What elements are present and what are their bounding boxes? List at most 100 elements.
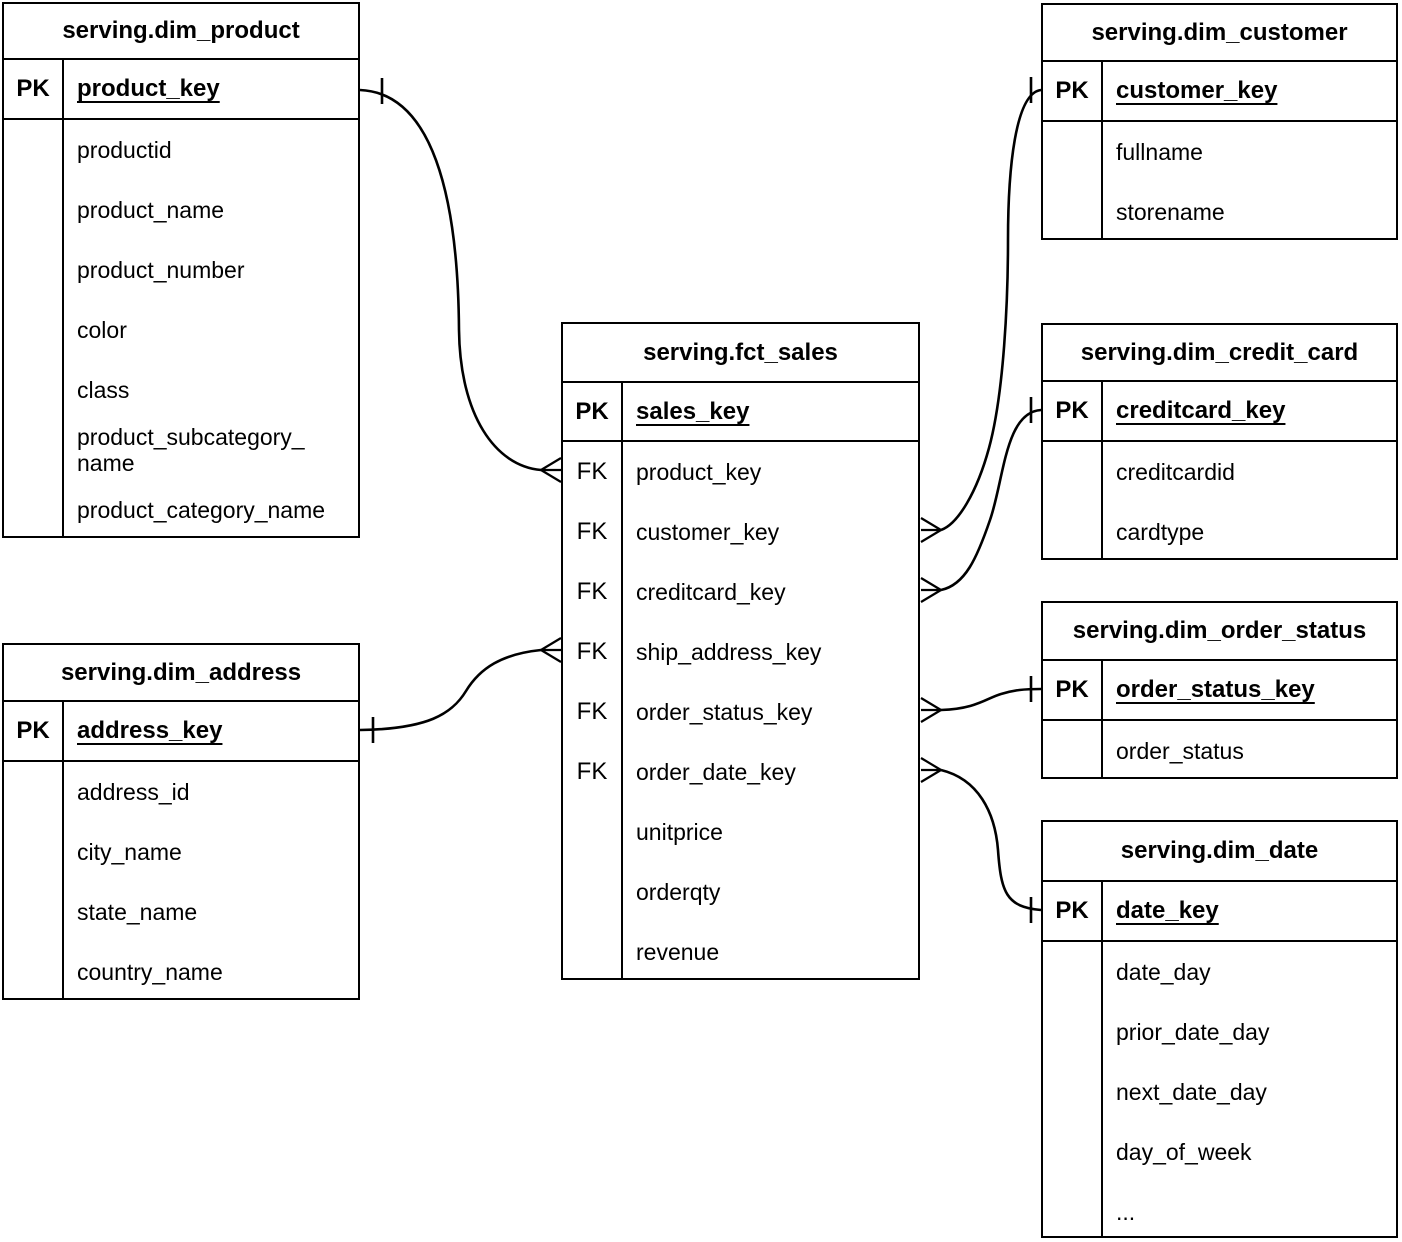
fk-label: FK — [576, 578, 608, 605]
relationship-line[interactable] — [940, 768, 1042, 912]
fk-label: FK — [576, 518, 608, 545]
table-dim-address[interactable]: serving.dim_address PK address_key addre… — [2, 643, 360, 1000]
pk-field-name: product_key — [77, 75, 220, 102]
field-name: storename — [1116, 199, 1225, 225]
field-name: cardtype — [1116, 519, 1205, 545]
pk-row[interactable]: PK creditcard_key — [1043, 382, 1396, 442]
crow-foot-many-marker — [920, 577, 942, 603]
pk-field-name: sales_key — [636, 397, 750, 425]
field-row[interactable]: productid — [4, 120, 358, 180]
crow-foot-many-marker — [540, 457, 562, 483]
pk-label: PK — [1055, 897, 1089, 924]
field-row[interactable]: ... — [1043, 1182, 1396, 1242]
table-dim-product[interactable]: serving.dim_product PK product_key produ… — [2, 2, 360, 538]
relationship-order_date_key[interactable] — [920, 757, 1042, 923]
field-row[interactable]: fullname — [1043, 122, 1396, 182]
field-row[interactable]: class — [4, 360, 358, 420]
field-name: order_status_key — [636, 699, 813, 725]
relationship-line[interactable] — [359, 88, 542, 472]
field-name: order_status — [1116, 738, 1244, 764]
relationship-order_status_key[interactable] — [920, 676, 1042, 723]
field-name: prior_date_day — [1116, 1019, 1270, 1045]
field-row[interactable]: cardtype — [1043, 502, 1396, 562]
field-name: country_name — [77, 959, 223, 985]
pk-label: PK — [1055, 77, 1089, 104]
relationship-creditcard_key[interactable] — [920, 397, 1042, 603]
table-dim-order-status[interactable]: serving.dim_order_status PK order_status… — [1041, 601, 1398, 779]
crow-foot-many-marker — [920, 757, 942, 783]
field-name: class — [77, 377, 130, 403]
field-row[interactable]: color — [4, 300, 358, 360]
crow-foot-many-marker — [920, 517, 942, 543]
table-body: date_day prior_date_day next_date_day da… — [1043, 942, 1396, 1242]
relationship-line[interactable] — [940, 88, 1042, 532]
pk-label: PK — [1055, 676, 1089, 703]
field-row[interactable]: date_day — [1043, 942, 1396, 1002]
field-row[interactable]: product_name — [4, 180, 358, 240]
pk-row[interactable]: PK date_key — [1043, 882, 1396, 942]
relationship-line[interactable] — [940, 408, 1042, 592]
pk-row[interactable]: PK sales_key — [563, 383, 918, 442]
field-row[interactable]: prior_date_day — [1043, 1002, 1396, 1062]
relationship-customer_key[interactable] — [920, 77, 1042, 543]
relationship-line[interactable] — [359, 648, 542, 732]
table-title: serving.dim_product — [4, 4, 358, 60]
field-name: ship_address_key — [636, 639, 822, 665]
field-row[interactable]: address_id — [4, 762, 358, 822]
table-title: serving.dim_credit_card — [1043, 325, 1396, 382]
key-column-divider — [1101, 661, 1103, 777]
pk-field-name: date_key — [1116, 897, 1219, 924]
field-row[interactable]: next_date_day — [1043, 1062, 1396, 1122]
field-row[interactable]: country_name — [4, 942, 358, 1002]
relationship-line[interactable] — [940, 687, 1042, 712]
pk-label: PK — [16, 717, 50, 744]
relationship-product_key[interactable] — [359, 78, 562, 483]
key-column-divider — [62, 60, 64, 538]
key-column-divider — [621, 383, 623, 978]
field-name: address_id — [77, 779, 190, 805]
crow-foot-many-marker — [920, 697, 942, 723]
pk-row[interactable]: PK order_status_key — [1043, 661, 1396, 721]
pk-row[interactable]: PK product_key — [4, 60, 358, 120]
field-row[interactable]: product_​subcategory_​name — [4, 420, 358, 480]
field-row[interactable]: order_status — [1043, 721, 1396, 781]
table-dim-credit-card[interactable]: serving.dim_credit_card PK creditcard_ke… — [1041, 323, 1398, 560]
field-row[interactable]: city_name — [4, 822, 358, 882]
field-name: creditcardid — [1116, 459, 1235, 485]
field-row[interactable]: orderqty — [563, 862, 918, 922]
pk-row[interactable]: PK address_key — [4, 702, 358, 762]
pk-row[interactable]: PK customer_key — [1043, 62, 1396, 122]
table-dim-date[interactable]: serving.dim_date PK date_key date_day pr… — [1041, 820, 1398, 1238]
field-name: order_date_key — [636, 759, 796, 785]
field-name: city_name — [77, 839, 182, 865]
field-row[interactable]: product_category_name — [4, 480, 358, 540]
field-row[interactable]: creditcardid — [1043, 442, 1396, 502]
key-column-divider — [1101, 382, 1103, 558]
relationship-ship_address_key[interactable] — [359, 637, 562, 743]
key-column-divider — [62, 702, 64, 1000]
pk-label: PK — [575, 397, 609, 425]
field-name: productid — [77, 137, 172, 163]
pk-label: PK — [16, 75, 50, 102]
field-name: product_key — [636, 459, 762, 485]
field-name: orderqty — [636, 879, 721, 905]
table-dim-customer[interactable]: serving.dim_customer PK customer_key ful… — [1041, 3, 1398, 240]
field-name: date_day — [1116, 959, 1211, 985]
field-name: fullname — [1116, 139, 1203, 165]
field-row[interactable]: day_of_week — [1043, 1122, 1396, 1182]
field-row[interactable]: unitprice — [563, 802, 918, 862]
field-row[interactable]: storename — [1043, 182, 1396, 242]
field-name: product_number — [77, 257, 245, 283]
field-row[interactable]: product_number — [4, 240, 358, 300]
field-row[interactable]: state_name — [4, 882, 358, 942]
field-row[interactable]: revenue — [563, 922, 918, 982]
